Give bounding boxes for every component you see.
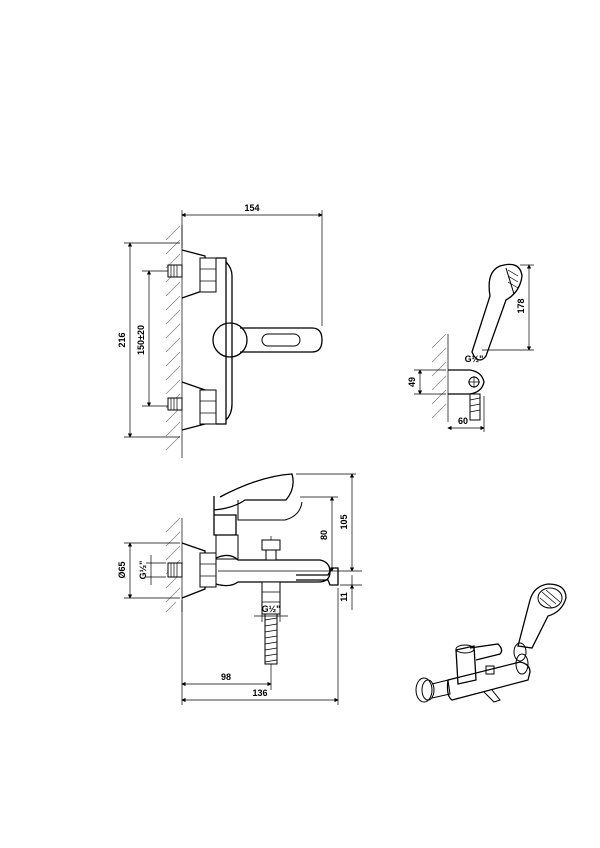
dim-49: 49 xyxy=(407,377,417,387)
dim-178: 178 xyxy=(516,298,526,313)
dim-thread-left: G½" xyxy=(138,561,148,580)
dim-80: 80 xyxy=(319,530,329,540)
dim-150-20: 150±20 xyxy=(136,325,146,355)
dim-105: 105 xyxy=(339,514,349,529)
dim-60: 60 xyxy=(458,416,468,426)
dim-thread-bottom: G½" xyxy=(262,604,281,614)
shower-holder-view: 178 49 60 G½" xyxy=(407,263,534,432)
dim-dia-65: Ø65 xyxy=(117,561,127,578)
wall-hatch-front xyxy=(165,225,183,458)
dim-216: 216 xyxy=(117,332,127,347)
shower-hose xyxy=(264,613,278,665)
dim-thread-shower: G½" xyxy=(465,354,484,364)
side-view: Ø65 G½" 80 105 11 G½" 98 136 xyxy=(117,473,362,705)
front-view: 154 216 150±20 xyxy=(117,203,323,458)
perspective-view xyxy=(415,583,567,703)
dim-136: 136 xyxy=(252,688,267,698)
dim-11: 11 xyxy=(339,592,349,602)
dim-154: 154 xyxy=(244,203,259,213)
wall-hatch-shower xyxy=(431,333,449,422)
dim-98: 98 xyxy=(221,672,231,682)
